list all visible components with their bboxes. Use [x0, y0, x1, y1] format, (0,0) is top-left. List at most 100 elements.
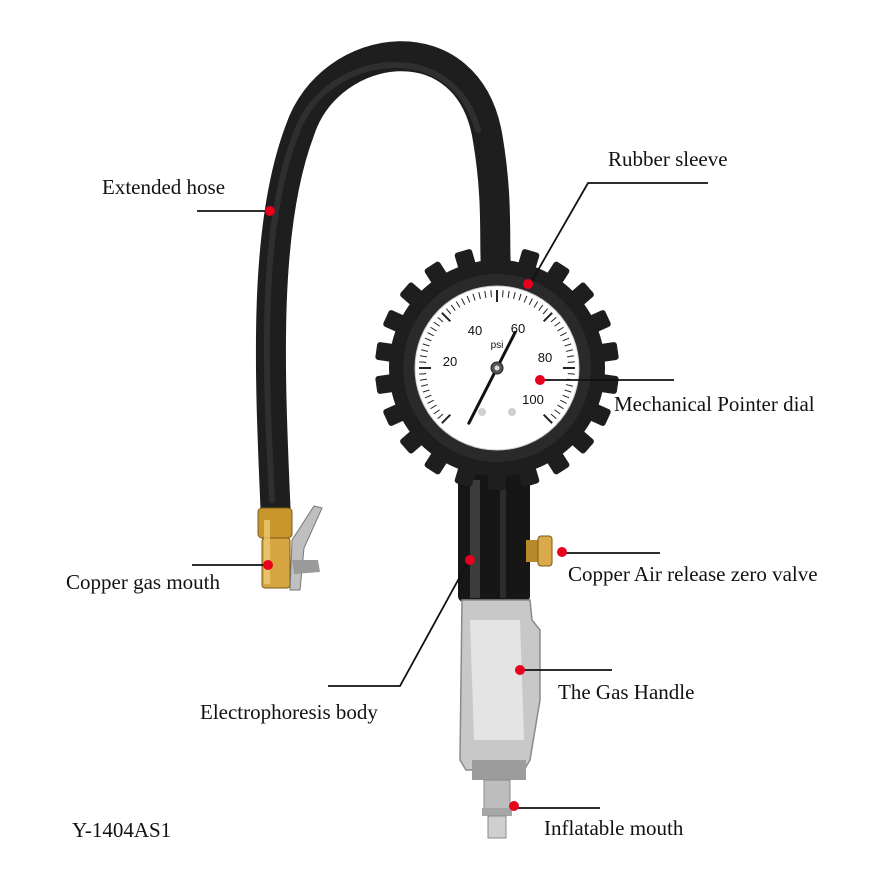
dial-tick-80: 80: [538, 350, 552, 365]
dot-mechanical-pointer-dial: [535, 375, 545, 385]
dial-tick-mark: [430, 404, 437, 410]
dial-tick-mark: [550, 316, 557, 323]
dial-tick-mark: [424, 394, 432, 399]
dot-electrophoresis-body: [465, 555, 475, 565]
dial-tick-mark: [542, 308, 549, 315]
dial-tick-mark: [554, 409, 561, 415]
leader-electrophoresis-body: [328, 561, 469, 687]
copper-gas-mouth: [257, 505, 323, 591]
sleeve-tooth: [424, 261, 452, 291]
dial-tick-mark: [560, 332, 567, 337]
dial-tick-mark: [490, 290, 492, 298]
gas-handle: [459, 599, 541, 780]
sleeve-tooth: [591, 342, 619, 363]
dial-tick-mark: [528, 298, 533, 305]
dial-tick-mark: [567, 373, 575, 375]
label-mechanical-pointer-dial: Mechanical Pointer dial: [614, 392, 815, 416]
dial-tick-mark: [472, 293, 476, 301]
dial-tick-mark: [455, 301, 461, 308]
sleeve-tooth: [454, 458, 478, 487]
sleeve-tooth: [542, 261, 570, 291]
label-the-gas-handle: The Gas Handle: [558, 680, 695, 704]
dot-copper-gas-mouth: [263, 560, 273, 570]
dial-tick-mark: [421, 349, 429, 352]
sleeve-tooth: [383, 310, 413, 336]
dial-tick-mark: [419, 355, 427, 358]
dial-tick-mark: [533, 301, 539, 308]
dial-tick-40: 40: [468, 323, 482, 338]
dial-tick-mark: [567, 355, 575, 358]
dial-tick-mark: [421, 384, 429, 387]
dial-tick-mark: [478, 292, 481, 300]
sleeve-tooth: [591, 373, 619, 394]
dial-tick-mark: [441, 312, 452, 323]
dial-tick-mark: [557, 404, 564, 410]
sleeve-tooth: [542, 445, 570, 475]
electrophoresis-body: [458, 472, 530, 602]
sleeve-tooth: [454, 249, 478, 278]
label-extended-hose: Extended hose: [102, 175, 226, 199]
dial-tick-mark: [419, 361, 427, 363]
dial-tick-mark: [518, 293, 522, 301]
dial-tick-mark: [433, 409, 440, 415]
model-code: Y-1404AS1: [72, 818, 172, 842]
extended-hose: [255, 41, 511, 535]
dial-tick-mark: [542, 413, 553, 424]
dial-tick-mark: [564, 389, 572, 393]
leader-lines: [192, 182, 708, 809]
dial-tick-mark: [484, 290, 487, 298]
dial-tick-mark: [419, 373, 427, 375]
dial-tick-20: 20: [443, 354, 457, 369]
dial-tick-mark: [437, 413, 444, 420]
dial-tick-mark: [507, 290, 510, 298]
dial-pointer: [467, 330, 517, 425]
dial-tick-mark: [502, 290, 504, 298]
dial-tick-mark: [422, 389, 430, 393]
label-electrophoresis-body: Electrophoresis body: [200, 700, 378, 724]
sleeve-tooth: [581, 400, 611, 426]
dial-tick-mark: [564, 343, 572, 347]
dial-tick-mark: [565, 384, 573, 387]
dial-tick-mark: [461, 298, 466, 305]
mechanical-pointer-dial: 20 40 60 80 100 psi: [414, 285, 580, 451]
sleeve-tooth: [564, 282, 594, 311]
dial-tick-mark: [538, 304, 544, 311]
dial-tick-100: 100: [522, 392, 544, 407]
sleeve-tooth: [581, 310, 611, 336]
dot-gas-handle: [515, 665, 525, 675]
dial-tick-mark: [424, 337, 432, 342]
label-copper-air-release-zero-valve: Copper Air release zero valve: [568, 562, 818, 586]
sleeve-tooth: [516, 249, 540, 278]
sleeve-tooth: [375, 342, 403, 363]
sleeve-tooth: [516, 458, 540, 487]
dot-inflatable-mouth: [509, 801, 519, 811]
sleeve-tooth: [488, 464, 506, 490]
dial-tick-mark: [554, 321, 561, 327]
sleeve-tooth: [424, 445, 452, 475]
leader-rubber-sleeve: [529, 182, 708, 285]
inflatable-mouth: [482, 779, 512, 839]
dial-tick-mark: [550, 413, 557, 420]
sleeve-tooth: [400, 282, 430, 311]
dial-tick-mark: [557, 326, 564, 332]
dial-tick-mark: [450, 304, 456, 311]
dial-unit: psi: [491, 340, 504, 351]
copper-air-release-valve: [526, 535, 553, 567]
dial-tick-mark: [427, 399, 434, 404]
callout-dots: [263, 206, 567, 811]
sleeve-tooth: [400, 425, 430, 454]
dial-tick-mark: [513, 292, 516, 300]
dot-air-release-valve: [557, 547, 567, 557]
dial-tick-mark: [437, 316, 444, 323]
dial-tick-mark: [422, 343, 430, 347]
dial-tick-mark: [433, 321, 440, 327]
dot-extended-hose: [265, 206, 275, 216]
dial-tick-mark: [523, 295, 528, 303]
dial-tick-mark: [562, 337, 570, 342]
sleeve-tooth: [375, 373, 403, 394]
dial-tick-mark: [427, 332, 434, 337]
dial-tick-mark: [419, 378, 427, 381]
dial-tick-mark: [441, 413, 452, 424]
label-rubber-sleeve: Rubber sleeve: [608, 147, 728, 171]
